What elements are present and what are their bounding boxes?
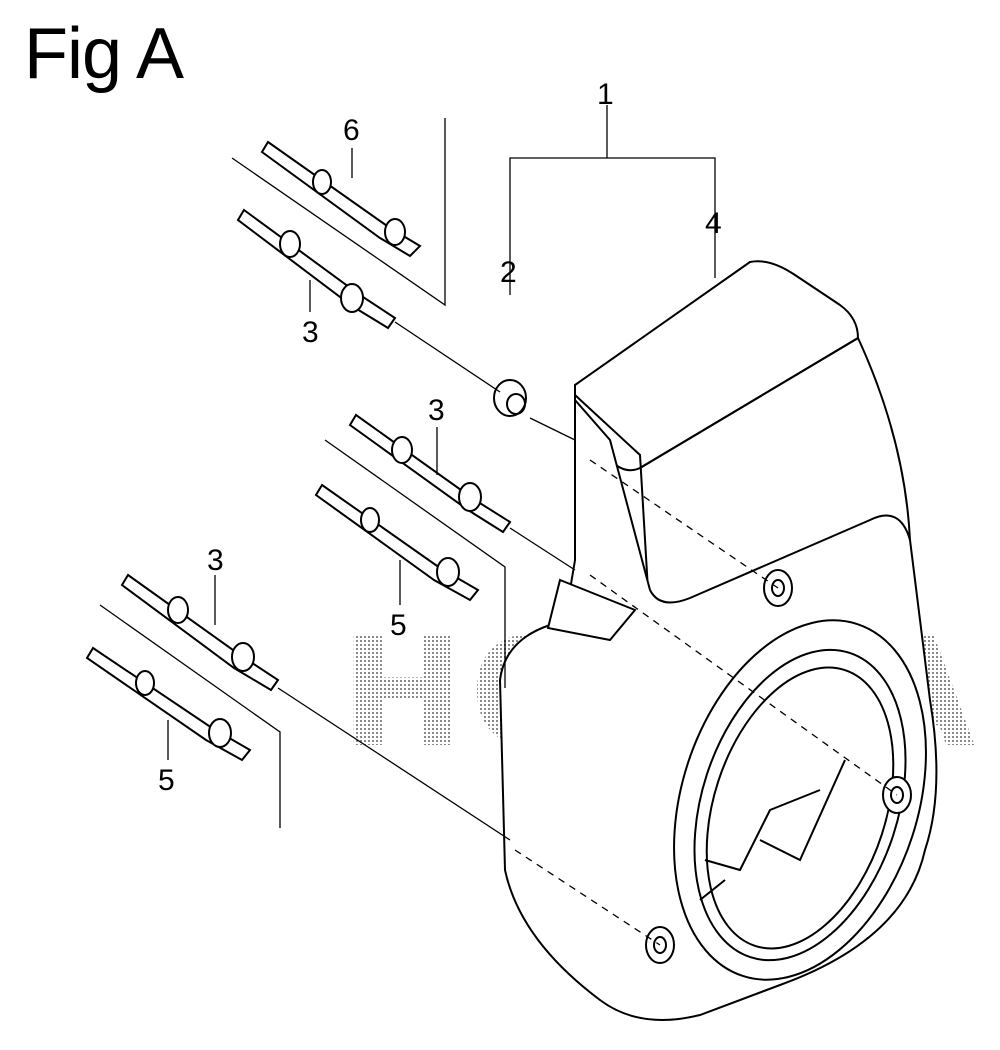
bolt-part-3-middle: [348, 413, 512, 534]
callout-2: 2: [500, 256, 517, 289]
fan-cover-shroud: [498, 260, 938, 1021]
grommet-part-2: [493, 379, 527, 417]
bolt-part-6: [260, 140, 422, 258]
callout-3-top: 3: [302, 316, 319, 349]
callout-3-bottom: 3: [207, 544, 224, 577]
callout-5-middle: 5: [390, 609, 407, 642]
bolt-part-3-bottom: [120, 573, 280, 692]
figure-title: Fig A: [24, 14, 184, 94]
bolt-part-5-middle: [314, 483, 480, 602]
callout-6: 6: [343, 114, 360, 147]
bolt-part-5-bottom: [85, 646, 252, 762]
callout-5-bottom: 5: [158, 764, 175, 797]
callout-4: 4: [705, 207, 722, 240]
callout-1: 1: [597, 78, 614, 111]
bolt-part-3-top: [236, 208, 397, 330]
leader-lines: [99, 105, 716, 841]
callout-3-middle: 3: [428, 394, 445, 427]
